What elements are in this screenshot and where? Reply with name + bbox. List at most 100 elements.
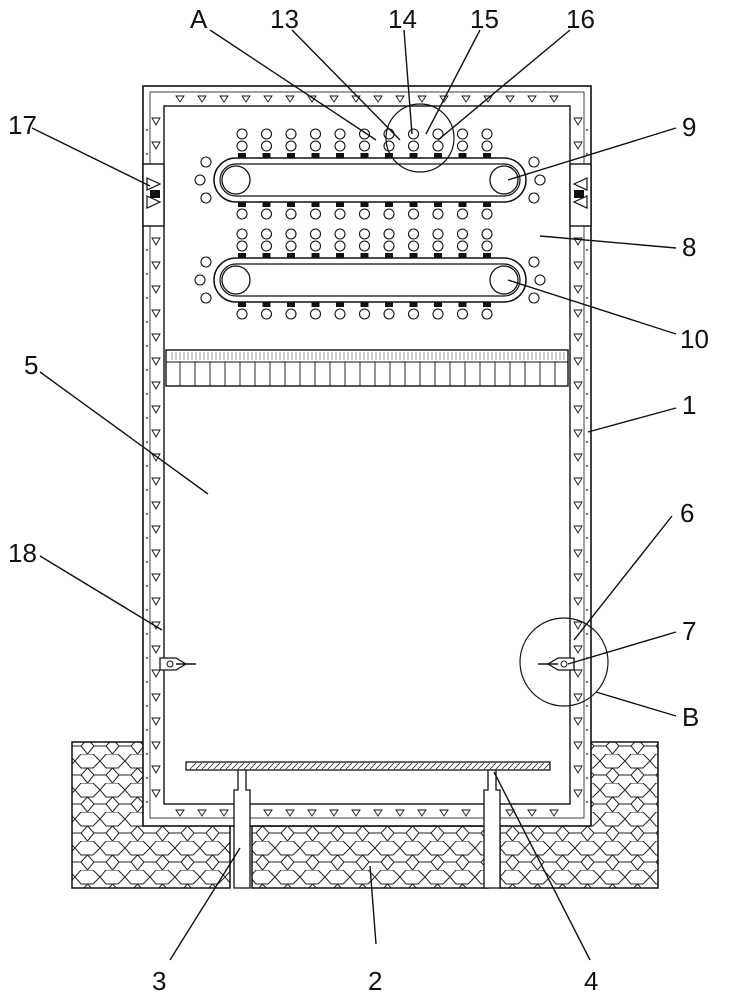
wall-dot	[586, 681, 588, 683]
wall-dot	[146, 489, 148, 491]
pod-base	[483, 253, 491, 258]
wall-triangle	[395, 809, 405, 817]
wall-triangle	[573, 741, 583, 750]
hatch-line	[417, 762, 425, 770]
wall-triangle	[151, 693, 161, 702]
pod-base	[409, 202, 418, 207]
base-block-middle	[251, 825, 489, 889]
pod	[334, 308, 346, 320]
pod-base	[409, 253, 418, 258]
wall-triangle	[151, 549, 161, 558]
wall-dot	[146, 657, 148, 659]
hatch-line	[495, 762, 503, 770]
leader-17	[31, 127, 151, 187]
hatch-line	[297, 762, 305, 770]
wall-triangle	[461, 809, 471, 817]
pod	[358, 308, 371, 320]
pod	[481, 208, 493, 220]
pod-base	[409, 153, 418, 158]
wall-triangle	[151, 789, 161, 798]
pod	[309, 228, 322, 240]
wall-triangle	[573, 117, 583, 126]
pod	[194, 274, 206, 286]
hatch-line	[303, 762, 311, 770]
pod-base	[385, 253, 393, 258]
conveyor-belt-inner	[219, 163, 521, 197]
hatch-line	[195, 762, 203, 770]
wall-triangle	[527, 95, 537, 103]
wall-triangle	[573, 597, 583, 606]
pod	[432, 240, 444, 252]
sensor-left-dot	[166, 660, 174, 668]
pod	[383, 240, 395, 252]
pod	[456, 128, 469, 140]
pod	[309, 240, 322, 252]
pod	[528, 192, 540, 204]
wall-dot	[586, 729, 588, 731]
conveyor-assembly	[194, 128, 546, 320]
wall-dot	[146, 321, 148, 323]
hatch-line	[453, 762, 461, 770]
hatch-line	[219, 762, 227, 770]
sensor-right	[519, 617, 609, 707]
pod-base	[385, 153, 393, 158]
pod	[456, 208, 469, 220]
side-fan-right-blades	[572, 177, 588, 209]
pod	[236, 308, 248, 320]
wall-dot	[586, 705, 588, 707]
conveyor-belt-inner	[219, 263, 521, 297]
wall-triangle	[151, 405, 161, 414]
pod	[481, 240, 493, 252]
wall-triangle	[505, 95, 515, 103]
wall-dot	[146, 777, 148, 779]
label-13: 13	[270, 4, 299, 34]
conveyor-2	[194, 228, 546, 320]
pod	[309, 208, 322, 220]
hatch-line	[543, 762, 551, 770]
wall-dot	[586, 753, 588, 755]
pod	[383, 228, 395, 240]
label-17: 17	[8, 110, 37, 140]
hatch-line	[531, 762, 539, 770]
hatch-line	[255, 762, 263, 770]
pod	[334, 128, 346, 140]
leader-9	[507, 127, 677, 181]
wall-dot	[586, 417, 588, 419]
pod	[309, 128, 322, 140]
pod-base	[336, 302, 344, 307]
pod	[407, 128, 420, 140]
hatch-line	[357, 762, 365, 770]
pod-base	[262, 253, 271, 258]
label-10: 10	[680, 324, 709, 354]
wall-triangle	[151, 285, 161, 294]
wall-dot	[586, 561, 588, 563]
wall-triangle	[573, 501, 583, 510]
pod	[432, 140, 444, 152]
pod	[236, 228, 248, 240]
hatch-line	[261, 762, 269, 770]
wall-triangle	[151, 765, 161, 774]
hatch-line	[369, 762, 377, 770]
hatch-line	[273, 762, 281, 770]
hatch-line	[399, 762, 407, 770]
pod	[456, 240, 469, 252]
hatch-line	[207, 762, 215, 770]
hatch-line	[423, 762, 431, 770]
wall-dot	[586, 393, 588, 395]
filter-grid-lines	[171, 352, 565, 386]
wall-dot	[586, 345, 588, 347]
pod	[334, 140, 346, 152]
pod-base	[238, 302, 246, 307]
wall-triangle	[151, 333, 161, 342]
pod	[383, 208, 395, 220]
pod	[432, 208, 444, 220]
pod-base	[336, 153, 344, 158]
wall-dot	[146, 681, 148, 683]
wall-triangle	[219, 809, 229, 817]
pod-base	[385, 202, 393, 207]
leader-5	[39, 371, 209, 495]
hatch-line	[291, 762, 299, 770]
hatch-line	[231, 762, 239, 770]
